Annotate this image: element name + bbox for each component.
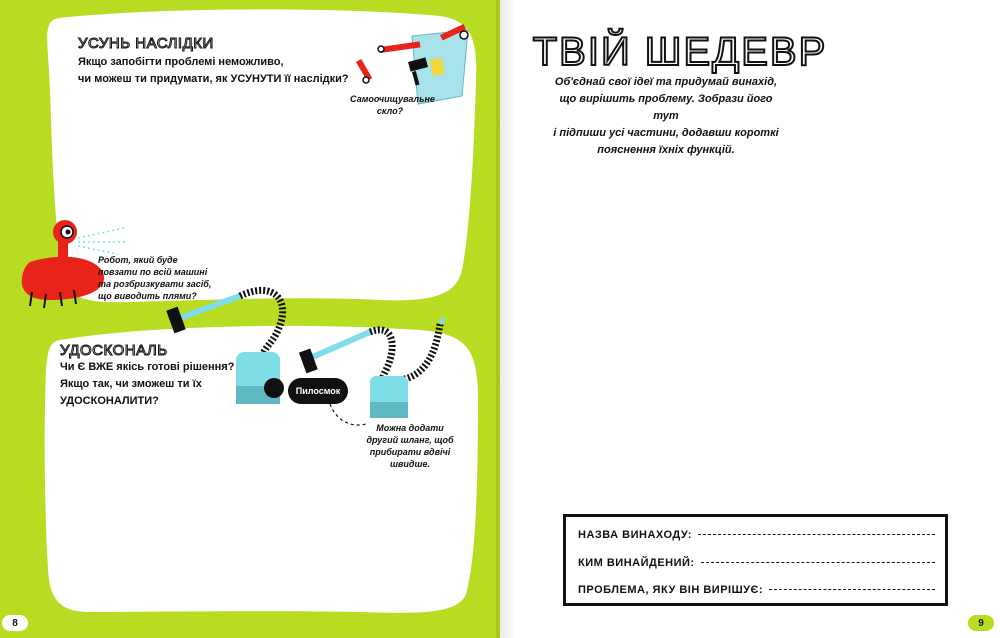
problem-line[interactable]: [768, 589, 935, 590]
intro-line-1: Об'єднай свої ідеї та придумай винахід,: [554, 76, 778, 88]
page-title: ТВІЙ ШЕДЕВР: [532, 29, 828, 75]
left-page: УСУНЬ НАСЛІДКИ Якщо запобігти проблемі н…: [0, 0, 500, 638]
page-number-left: 8: [2, 615, 28, 631]
vacuum-illustration-1: [166, 287, 287, 404]
invention-name-label: НАЗВА ВИНАХОДУ:: [578, 529, 693, 541]
intro-text: Об'єднай свої ідеї та придумай винахід, …: [548, 74, 784, 159]
section-text-improve-3: УДОСКОНАЛИТИ?: [60, 395, 159, 407]
section-text-eliminate-2: чи можеш ти придумати, як УСУНУТИ її нас…: [78, 73, 349, 85]
right-page: [500, 0, 1000, 638]
glass-illustration: [356, 24, 469, 105]
vacuum-note-line-2: другий шланг, щоб: [366, 435, 454, 445]
section-heading-eliminate: УСУНЬ НАСЛІДКИ: [78, 35, 214, 53]
top-drawing-area: [47, 9, 477, 303]
intro-line-2: що вирішить проблему. Зобрази його тут: [559, 93, 773, 122]
section-text-improve-1: Чи Є ВЖЕ якісь готові рішення?: [60, 361, 235, 373]
section-heading-improve: УДОСКОНАЛЬ: [60, 342, 168, 360]
glass-note: Самоочищувальне скло?: [350, 93, 435, 117]
inventor-label: КИМ ВИНАЙДЕНИЙ:: [578, 557, 695, 569]
glass-note-line-2: скло?: [376, 106, 404, 116]
page-number-right: 9: [968, 615, 994, 631]
invention-name-line[interactable]: [698, 534, 935, 535]
robot-note: Робот, який буде повзати по всій машині …: [98, 254, 211, 302]
bottom-drawing-area: [44, 325, 479, 613]
intro-line-3: і підпиши усі частини, додавши короткі: [553, 127, 779, 139]
section-text-improve-2: Якщо так, чи зможеш ти їх: [60, 378, 202, 390]
section-text-eliminate-1: Якщо запобігти проблемі неможливо,: [78, 56, 284, 68]
left-page-drawing-areas: [21, 9, 479, 613]
robot-note-line-2: повзати по всій машині: [98, 267, 208, 277]
vacuum-note-line-4: швидше.: [389, 459, 430, 469]
vacuum-note-line-1: Можна додати: [376, 423, 444, 433]
form-row-problem[interactable]: ПРОБЛЕМА, ЯКУ ВІН ВИРІШУЄ:: [578, 584, 935, 596]
intro-line-4: пояснення їхніх функцій.: [597, 144, 735, 156]
problem-label: ПРОБЛЕМА, ЯКУ ВІН ВИРІШУЄ:: [578, 584, 763, 596]
glass-note-line-1: Самоочищувальне: [350, 94, 435, 104]
robot-illustration: [21, 220, 126, 309]
vacuum-illustration-2: [298, 316, 446, 418]
inventor-line[interactable]: [700, 562, 935, 563]
robot-note-line-3: та розбризкувати засіб,: [98, 279, 212, 289]
robot-note-line-4: що виводить плями?: [98, 291, 197, 301]
vacuum-label: Пилосмок: [288, 378, 348, 404]
robot-note-line-1: Робот, який буде: [98, 255, 178, 265]
vacuum-note-line-3: прибирати вдвічі: [369, 447, 451, 457]
vacuum-note: Можна додати другий шланг, щоб прибирати…: [364, 422, 456, 470]
form-row-inventor[interactable]: КИМ ВИНАЙДЕНИЙ:: [578, 557, 935, 569]
form-row-name[interactable]: НАЗВА ВИНАХОДУ:: [578, 529, 935, 541]
invention-form: НАЗВА ВИНАХОДУ: КИМ ВИНАЙДЕНИЙ: ПРОБЛЕМА…: [563, 514, 948, 606]
page-gutter: [496, 0, 516, 638]
